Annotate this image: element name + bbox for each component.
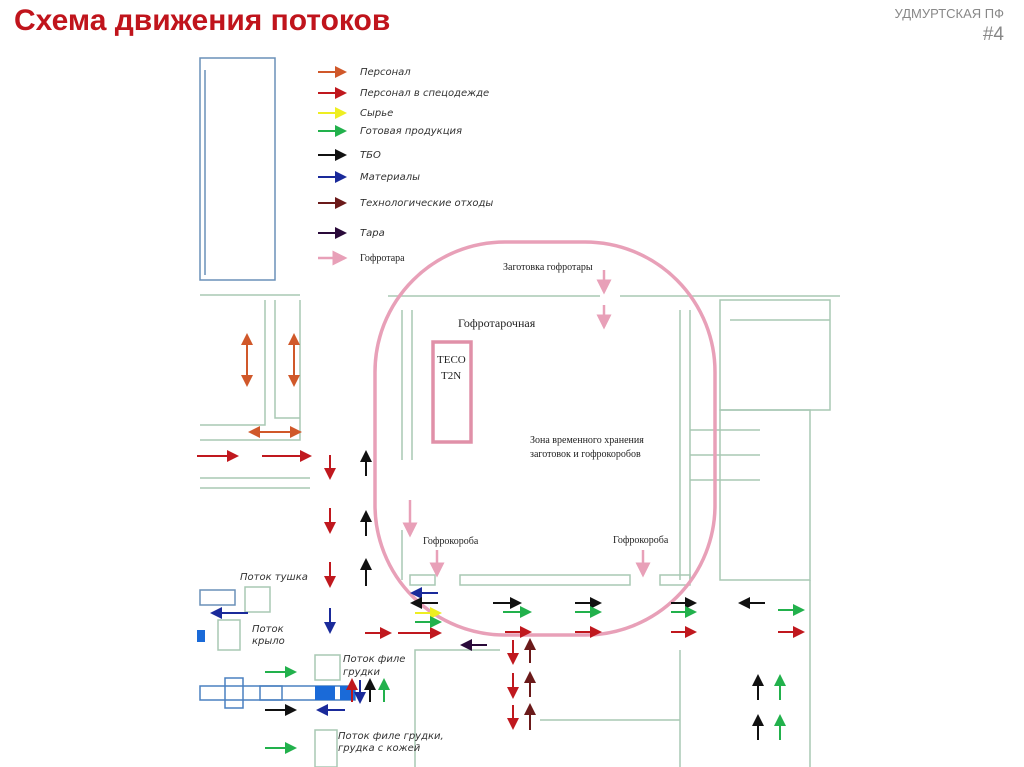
slide-number: #4	[982, 24, 1004, 45]
label-flow-breast-1: Поток филе	[343, 654, 405, 665]
label-flow-breast-skin-1: Поток филе грудки,	[338, 731, 444, 742]
label-storage-1: Зона временного хранения	[530, 435, 644, 446]
label-flow-wing-1: Поток	[252, 624, 284, 635]
legend-label: Персонал в спецодежде	[360, 88, 489, 99]
legend-label: Гофротара	[360, 253, 405, 264]
legend-label: Технологические отходы	[360, 198, 493, 209]
line-unit	[197, 630, 205, 642]
label-blank-prep: Заготовка гофротары	[503, 262, 593, 273]
label-boxes-right: Гофрокороба	[613, 535, 669, 546]
label-storage-2: заготовок и гофрокоробов	[530, 449, 641, 460]
label-machine-2: T2N	[441, 370, 461, 382]
legend-label: Готовая продукция	[360, 126, 462, 137]
label-machine-1: TECO	[437, 354, 466, 366]
legend-label: ТБО	[360, 150, 381, 161]
line-unit	[315, 686, 335, 700]
label-flow-carcass: Поток тушка	[240, 572, 308, 583]
floor-plan-walls	[199, 57, 840, 767]
label-flow-wing-2: крыло	[252, 636, 285, 647]
corrugated-zone-outline	[373, 240, 717, 637]
label-boxes-left: Гофрокороба	[423, 536, 479, 547]
label-flow-breast-2: грудки	[343, 667, 380, 678]
legend-label: Тара	[360, 228, 385, 239]
organization-label: УДМУРТСКАЯ ПФ	[894, 6, 1004, 21]
label-room: Гофротарочная	[458, 316, 536, 330]
teco-machine	[431, 340, 473, 444]
legend-label: Сырье	[360, 108, 393, 119]
page-title: Схема движения потоков	[14, 4, 391, 37]
legend-label: Персонал	[360, 67, 411, 78]
legend-label: Материалы	[360, 172, 420, 183]
label-flow-breast-skin-2: грудка с кожей	[338, 743, 421, 754]
